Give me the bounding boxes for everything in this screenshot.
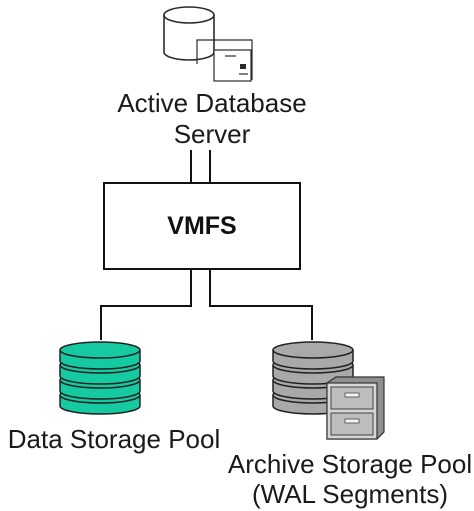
server-database-cylinder <box>163 6 215 61</box>
vmfs-to-data-pool-connector <box>100 269 192 340</box>
server-to-vmfs-connector <box>190 150 211 183</box>
server-tower <box>196 39 253 82</box>
server-label-line2: Server <box>173 119 251 149</box>
vmfs-label: VMFS <box>167 211 237 240</box>
server-label-line1: Active Database <box>117 88 307 118</box>
vmfs-to-archive-pool-connector <box>209 269 313 340</box>
archive-pool-label-line1: Archive Storage Pool <box>227 449 473 479</box>
archive-pool-label-line2: (WAL Segments) <box>251 479 448 509</box>
database-server-icon <box>163 6 253 82</box>
filing-cabinet-icon <box>326 376 385 440</box>
data-pool-database-stack-icon <box>59 341 141 415</box>
data-pool-label: Data Storage Pool <box>7 424 221 454</box>
vmfs-box <box>103 182 301 270</box>
